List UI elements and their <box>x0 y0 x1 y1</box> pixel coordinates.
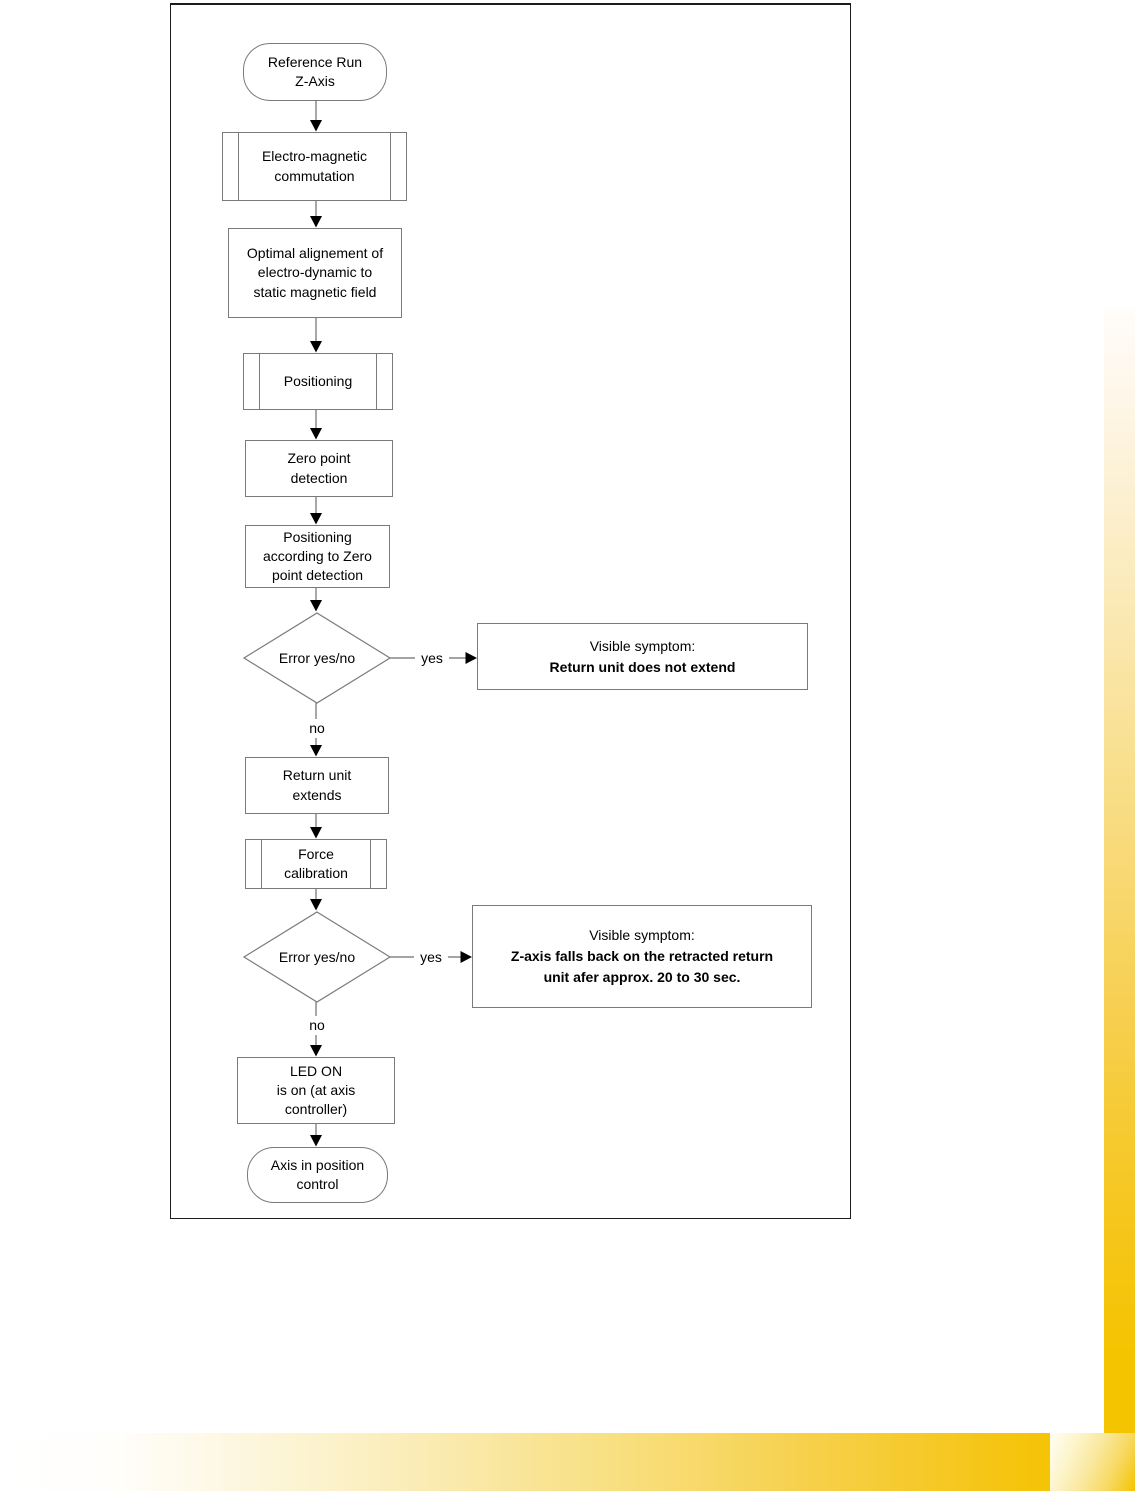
symptom-1-body: Return unit does not extend <box>549 658 736 675</box>
flowchart-frame <box>170 3 851 1219</box>
right-gradient-strip <box>1104 308 1135 1433</box>
decision-diamond-2 <box>242 911 392 1003</box>
arrowhead-down-1 <box>310 120 322 132</box>
arrowhead-down-3 <box>310 341 322 353</box>
predefined-bar-right <box>376 354 377 409</box>
symptom-box-1: Visible symptom: Return unit does not ex… <box>477 623 808 690</box>
end-label: Axis in position control <box>270 1156 365 1192</box>
bottom-corner-gradient-patch <box>1050 1433 1135 1491</box>
return-unit-label: Return unit extends <box>282 767 352 803</box>
arrowhead-down-9 <box>310 899 322 911</box>
predefined-bar-left <box>259 354 260 409</box>
symptom-box-2: Visible symptom: Z-axis falls back on th… <box>472 905 812 1008</box>
arrowhead-down-6 <box>310 600 322 612</box>
yes-label-1: yes <box>415 649 449 668</box>
predefined-bar-left <box>238 133 239 200</box>
led-on-process: LED ON is on (at axis controller) <box>237 1057 395 1124</box>
positioning-subprocess: Positioning <box>243 353 393 410</box>
yes-label-2: yes <box>414 948 448 967</box>
optimal-label: Optimal alignement of electro-dynamic to… <box>246 245 384 300</box>
force-calibration-subprocess: Force calibration <box>245 839 387 889</box>
zero-point-detection-process: Zero point detection <box>245 440 393 497</box>
error-decision-1-label: Error yes/no <box>278 650 356 666</box>
arrowhead-right-1 <box>465 652 477 664</box>
electro-magnetic-commutation-subprocess: Electro-magnetic commutation <box>222 132 407 201</box>
arrowhead-down-10 <box>310 1045 322 1057</box>
symptom-2-title: Visible symptom: <box>589 927 695 943</box>
symptom-1-title: Visible symptom: <box>589 637 696 654</box>
arrowhead-right-2 <box>460 951 472 963</box>
arrowhead-down-11 <box>310 1135 322 1147</box>
arrowhead-down-5 <box>310 513 322 525</box>
no-label-2: no <box>304 1016 330 1035</box>
arrowhead-down-7 <box>310 745 322 757</box>
bottom-gradient-band <box>0 1433 1135 1491</box>
zero-point-label: Zero point detection <box>287 450 351 486</box>
led-on-label: LED ON is on (at axis controller) <box>276 1062 356 1118</box>
optimal-alignment-process: Optimal alignement of electro-dynamic to… <box>228 228 402 318</box>
electro-label: Electro-magnetic commutation <box>261 148 368 184</box>
predefined-bar-right <box>370 840 371 888</box>
error-decision-1: Error yes/no <box>247 648 387 668</box>
start-terminator: Reference Run Z-Axis <box>243 43 387 101</box>
predefined-bar-left <box>261 840 262 888</box>
positioning-zero-label: Positioning according to Zero point dete… <box>263 528 372 584</box>
error-decision-2: Error yes/no <box>247 947 387 967</box>
predefined-bar-right <box>390 133 391 200</box>
decision-diamond-1 <box>242 612 392 704</box>
symptom-2-body: Z-axis falls back on the retracted retur… <box>510 948 774 985</box>
arrowhead-down-8 <box>310 827 322 839</box>
return-unit-extends-process: Return unit extends <box>245 757 389 814</box>
arrowhead-down-2 <box>310 216 322 228</box>
start-label: Reference Run Z-Axis <box>267 53 363 89</box>
positioning-label: Positioning <box>283 372 353 389</box>
force-label: Force calibration <box>284 845 348 881</box>
end-terminator: Axis in position control <box>247 1147 388 1203</box>
error-decision-2-label: Error yes/no <box>278 949 356 965</box>
no-label-1: no <box>304 719 330 738</box>
arrowhead-down-4 <box>310 428 322 440</box>
positioning-zero-process: Positioning according to Zero point dete… <box>245 525 390 588</box>
